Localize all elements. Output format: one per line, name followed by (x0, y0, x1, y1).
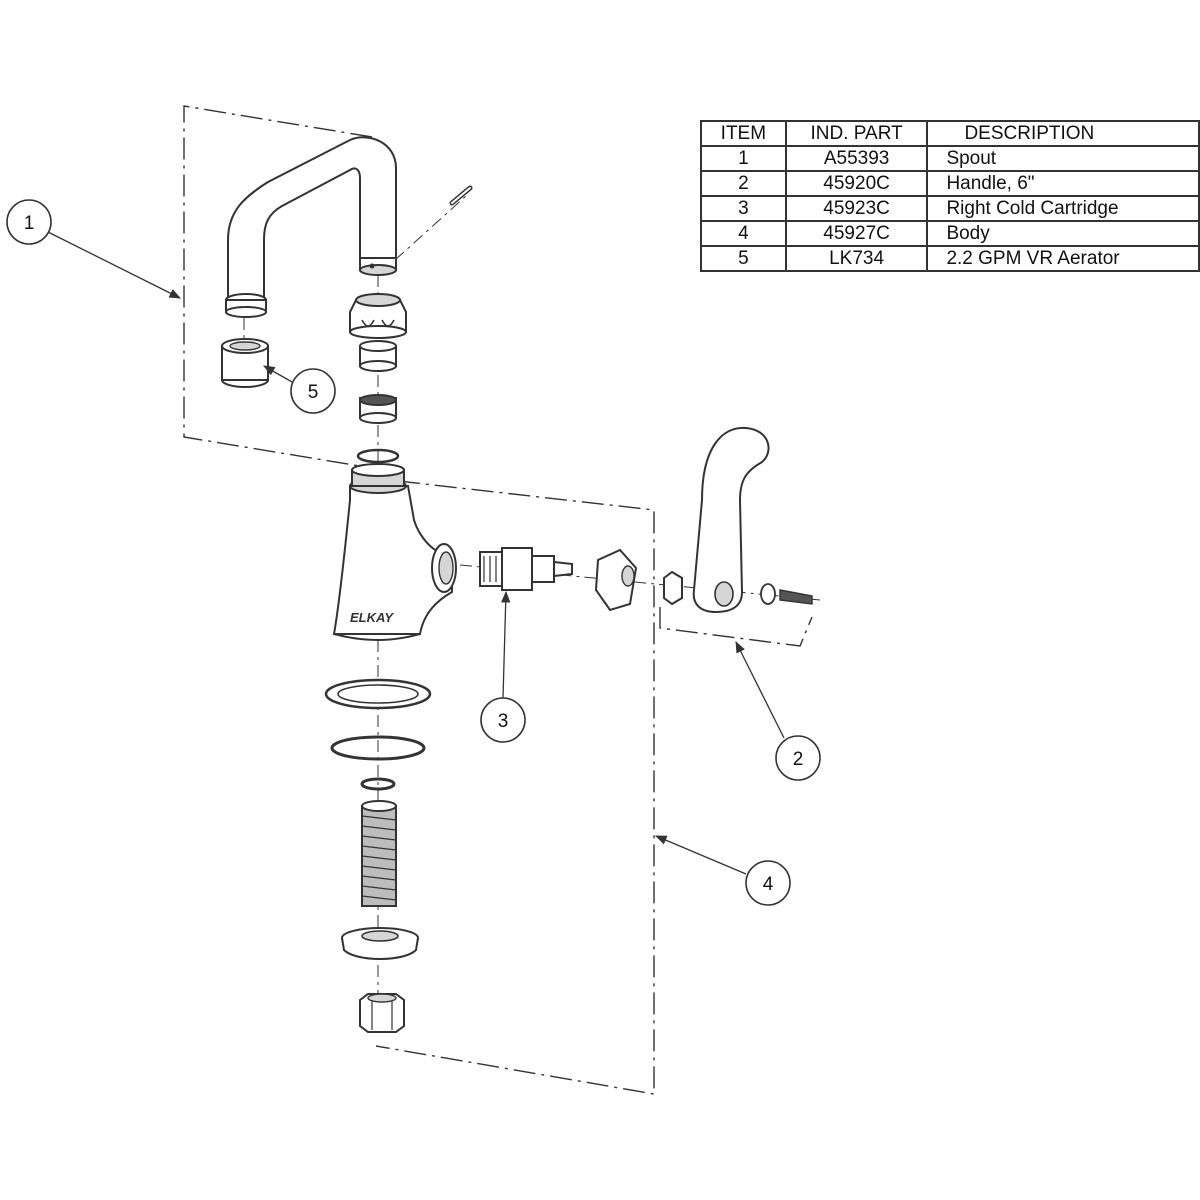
table-row: 1 A55393 Spout (700, 145, 1200, 172)
spout-bushing (359, 394, 397, 424)
aerator-part (221, 338, 269, 388)
cell-description: Spout (926, 145, 1200, 172)
table-row: 5 LK734 2.2 GPM VR Aerator (700, 245, 1200, 272)
callout-1: 1 (6, 199, 52, 245)
body-part: ELKAY (332, 463, 457, 641)
coupling-nut (359, 993, 405, 1033)
parts-table-header-row: ITEM IND. PART DESCRIPTION (700, 120, 1200, 147)
base-o-ring (330, 735, 426, 761)
cell-item: 5 (700, 245, 787, 272)
parts-list-table: ITEM IND. PART DESCRIPTION 1 A55393 Spou… (700, 120, 1200, 272)
group-bracket-body (375, 480, 655, 1095)
group-bracket-handle (659, 607, 813, 647)
callout-4: 4 (745, 860, 791, 906)
callout-3: 3 (480, 697, 526, 743)
body-brand-label: ELKAY (350, 610, 394, 625)
table-row: 4 45927C Body (700, 220, 1200, 247)
group-bracket-spout (183, 105, 373, 469)
cell-part: LK734 (784, 245, 929, 272)
cell-description: 2.2 GPM VR Aerator (926, 245, 1200, 272)
spout-sleeve (359, 340, 397, 372)
header-item: ITEM (700, 120, 787, 147)
table-row: 3 45923C Right Cold Cartridge (700, 195, 1200, 222)
shank-washer (360, 777, 396, 791)
spout-nut (349, 293, 407, 339)
cell-item: 3 (700, 195, 787, 222)
callout-3-label: 3 (498, 711, 509, 732)
cell-part: 45923C (784, 195, 929, 222)
handle-escutcheon (594, 548, 638, 612)
callout-2: 2 (775, 735, 821, 781)
leader-lines (47, 231, 785, 875)
cell-description: Handle, 6" (926, 170, 1200, 197)
header-description: DESCRIPTION (926, 120, 1200, 147)
threaded-shank (361, 800, 397, 907)
spout-pin (449, 185, 473, 206)
cell-item: 4 (700, 220, 787, 247)
header-ind-part: IND. PART (784, 120, 929, 147)
base-gasket (324, 678, 432, 710)
spout-part (225, 136, 397, 318)
cell-part: A55393 (784, 145, 929, 172)
callout-5: 5 (290, 368, 336, 414)
handle-part (663, 426, 813, 614)
cell-item: 1 (700, 145, 787, 172)
mounting-nut (341, 927, 419, 960)
table-row: 2 45920C Handle, 6" (700, 170, 1200, 197)
cell-item: 2 (700, 170, 787, 197)
cartridge-part (479, 547, 573, 591)
cell-description: Body (926, 220, 1200, 247)
callout-1-label: 1 (24, 213, 35, 234)
cell-description: Right Cold Cartridge (926, 195, 1200, 222)
cell-part: 45920C (784, 170, 929, 197)
cell-part: 45927C (784, 220, 929, 247)
callout-4-label: 4 (763, 874, 774, 895)
spout-o-ring (356, 448, 400, 464)
callout-2-label: 2 (793, 749, 804, 770)
callout-5-label: 5 (308, 382, 319, 403)
